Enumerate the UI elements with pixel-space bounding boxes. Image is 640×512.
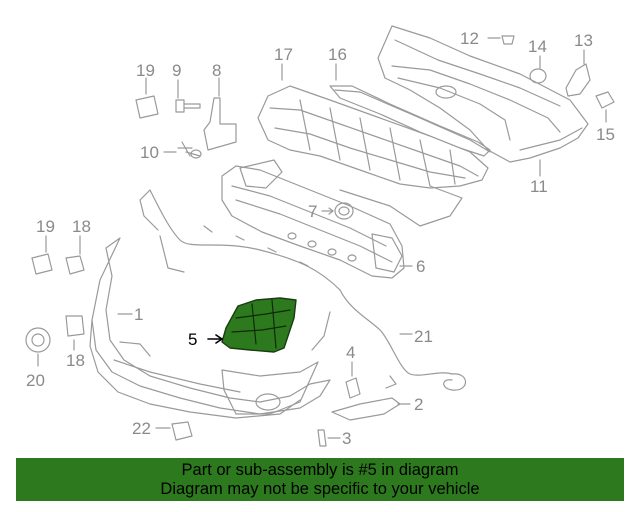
bracket-part-8	[203, 77, 237, 151]
bracket-part-13	[565, 49, 591, 97]
grille-carrier-part-17	[257, 85, 491, 189]
callout-2: 2	[414, 395, 424, 414]
callout-5: 5	[188, 330, 198, 349]
callout-19-upper: 19	[136, 61, 155, 80]
callout-22: 22	[132, 419, 151, 438]
clip-part-19-top	[135, 77, 159, 119]
callout-8: 8	[212, 61, 222, 80]
bumper-cover-part-1	[89, 237, 331, 419]
harness-upper	[139, 189, 341, 291]
callout-20: 20	[26, 371, 45, 390]
callout-4: 4	[346, 343, 356, 362]
part-4	[345, 361, 361, 399]
fascia-upper-part-11	[377, 25, 589, 163]
absorber-part-16	[329, 85, 491, 157]
callout-13: 13	[574, 31, 593, 50]
clip-part-15	[595, 91, 615, 123]
sensor-part-20	[25, 327, 51, 367]
plug-part-7	[321, 202, 354, 220]
callout-19-lower: 19	[36, 217, 55, 236]
part-3	[317, 429, 341, 447]
callout-10: 10	[140, 143, 159, 162]
callout-7: 7	[308, 202, 318, 221]
callout-18-lower: 18	[66, 351, 85, 370]
callout-6: 6	[416, 257, 426, 276]
callout-1: 1	[134, 305, 144, 324]
banner-line-1: Part or sub-assembly is #5 in diagram	[181, 461, 459, 479]
harness-part-21	[311, 289, 467, 391]
callout-15: 15	[596, 125, 615, 144]
callout-14: 14	[528, 37, 547, 56]
part-22	[155, 421, 193, 441]
callout-12: 12	[460, 29, 479, 48]
clip-part-12	[487, 35, 515, 45]
pushpin-part-10	[163, 141, 202, 159]
reinforcement-part-6	[221, 159, 463, 279]
callout-3: 3	[342, 429, 352, 448]
highlighted-part-5	[207, 297, 297, 353]
callout-11: 11	[530, 177, 548, 196]
clip-part-18-left	[65, 235, 85, 275]
callout-17: 17	[274, 45, 293, 64]
bracket-part-2	[331, 397, 411, 421]
clip-part-19-left	[31, 235, 53, 275]
clip-part-14	[529, 55, 547, 84]
callout-21: 21	[414, 327, 433, 346]
callout-18-upper: 18	[72, 217, 91, 236]
leader-lines	[117, 63, 541, 315]
callout-16: 16	[328, 45, 347, 64]
bolt-part-9	[175, 79, 201, 113]
callout-9: 9	[172, 61, 182, 80]
banner-line-2: Diagram may not be specific to your vehi…	[160, 480, 480, 498]
sensor-holder-part-18-lower	[65, 315, 85, 351]
info-banner: Part or sub-assembly is #5 in diagram Di…	[16, 458, 624, 501]
